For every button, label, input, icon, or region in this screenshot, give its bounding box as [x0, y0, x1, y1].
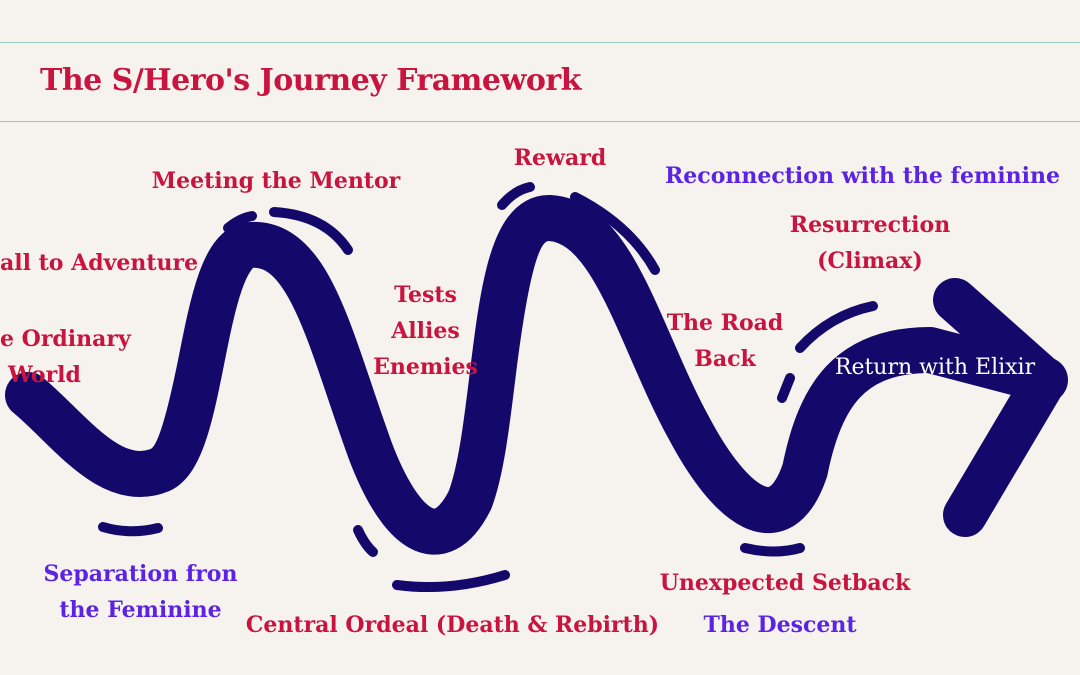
top-divider: [0, 42, 1080, 43]
accent-stroke-10: [740, 543, 805, 557]
stage-ordinary-world: e Ordinary World: [0, 326, 131, 388]
stage-resurrection: Resurrection (Climax): [789, 212, 951, 274]
stage-reward: Reward: [513, 145, 607, 171]
arrowhead: [933, 278, 1067, 537]
accent-stroke-9: [777, 373, 795, 403]
stage-road-back: The Road Back: [666, 310, 784, 372]
feminine-separation: Separation fron the Feminine: [43, 561, 238, 623]
accent-stroke-8: [795, 301, 878, 353]
accent-stroke-7: [570, 192, 660, 275]
accent-stroke-3: [98, 522, 163, 537]
journey-wave: [5, 195, 1068, 555]
stage-meeting-the-mentor: Meeting the Mentor: [151, 168, 401, 194]
accent-stroke-6: [497, 182, 535, 210]
stage-tests-allies-enemies: Tests Allies Enemies: [373, 282, 478, 380]
stage-unexpected-setback: Unexpected Setback: [659, 570, 911, 596]
feminine-descent: The Descent: [703, 612, 857, 638]
stage-call-to-adventure: all to Adventure: [0, 250, 199, 276]
accent-stroke-1: [223, 211, 257, 233]
bottom-divider: [0, 121, 1080, 122]
accent-stroke-4: [353, 525, 378, 557]
stage-central-ordeal: Central Ordeal (Death & Rebirth): [245, 612, 660, 638]
accent-stroke-2: [269, 207, 353, 255]
accent-stroke-5: [392, 570, 510, 593]
page-title: The S/Hero's Journey Framework: [40, 63, 581, 98]
feminine-reconnection: Reconnection with the feminine: [665, 163, 1060, 189]
stage-return-with-elixir: Return with Elixir: [834, 355, 1036, 380]
